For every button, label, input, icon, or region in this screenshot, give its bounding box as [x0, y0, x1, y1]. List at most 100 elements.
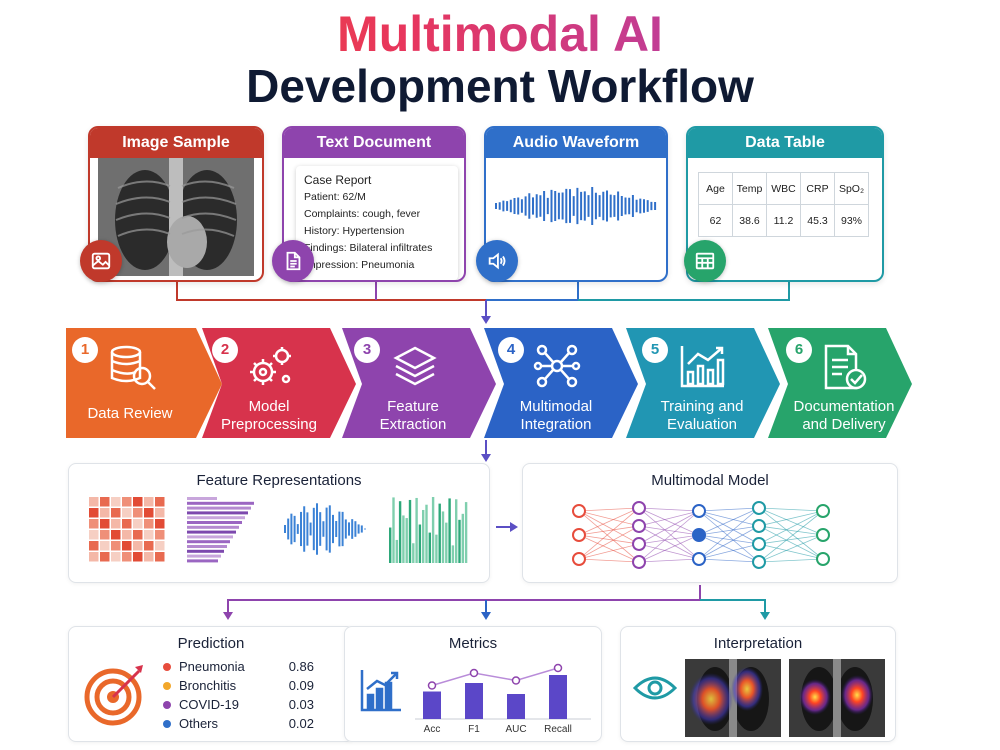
- network-icon: [533, 344, 581, 388]
- network-node: [572, 504, 586, 518]
- tabular-feature-bar: [415, 497, 418, 563]
- tabular-feature-bar: [425, 504, 428, 563]
- network-edge: [578, 558, 640, 563]
- feature-grid-cell: [144, 541, 154, 551]
- step-4-label-line-1: Multimodal: [519, 398, 593, 415]
- feature-grid-cell: [133, 552, 143, 562]
- feature-grid-cell: [111, 552, 121, 562]
- metric-label: AUC: [505, 724, 526, 735]
- metric-label: Acc: [424, 724, 441, 735]
- prediction-list: Pneumonia 0.86 Bronchitis 0.09 COVID-19 …: [163, 657, 314, 733]
- network-edge: [758, 507, 824, 536]
- network-edge: [698, 534, 760, 545]
- metric-trend-line: [431, 667, 559, 687]
- text-embedding-bar: [187, 521, 242, 524]
- document-icon: [272, 240, 314, 282]
- tabular-feature-bar: [405, 518, 408, 563]
- layers-icon: [393, 346, 437, 386]
- metric-trend-point: [469, 668, 479, 678]
- case-report-document: Case Report Patient: 62/M Complaints: co…: [296, 166, 458, 280]
- chest-xray-image: [98, 158, 254, 276]
- table-cell: 45.3: [800, 204, 835, 237]
- step-2-label-line-1: Model: [248, 398, 290, 415]
- text-embedding-bar: [187, 545, 227, 548]
- tabular-feature-bar: [455, 499, 458, 563]
- prediction-row: COVID-19 0.03: [163, 695, 314, 714]
- prediction-row: Bronchitis 0.09: [163, 676, 314, 695]
- tabular-feature-bar: [398, 501, 402, 563]
- feature-grid-cell: [100, 497, 110, 507]
- doc-line: Impression: Pneumonia: [304, 259, 415, 271]
- network-edge: [638, 510, 700, 545]
- feature-grid-cell: [155, 552, 165, 562]
- network-node: [752, 555, 766, 569]
- image-sample-title: Image Sample: [90, 128, 262, 158]
- audio-waveform-title: Audio Waveform: [486, 128, 666, 158]
- network-edge: [638, 507, 700, 560]
- feature-grid-cell: [133, 508, 143, 518]
- network-edge: [698, 507, 760, 512]
- network-edge: [698, 507, 760, 560]
- network-edge: [698, 558, 760, 563]
- tabular-feature-bar: [441, 511, 445, 563]
- feature-grid-cell: [111, 530, 121, 540]
- network-edge: [758, 510, 824, 527]
- network-node: [632, 519, 646, 533]
- feature-grid-cell: [100, 519, 110, 529]
- step-4-number: 4: [498, 337, 524, 363]
- feature-grid-cell: [144, 552, 154, 562]
- network-node: [752, 537, 766, 551]
- network-edge: [638, 558, 700, 563]
- network-node: [692, 504, 706, 518]
- network-edge: [638, 510, 700, 527]
- target-icon: [84, 665, 143, 726]
- class-probability: 0.03: [288, 697, 314, 712]
- metric-label: Recall: [544, 724, 572, 735]
- audio-waveform-graphic: [495, 186, 657, 226]
- network-edge: [698, 525, 760, 560]
- tabular-feature-bar: [418, 524, 422, 563]
- network-edge: [578, 510, 640, 563]
- feature-visualizations: [89, 497, 468, 563]
- feature-grid-cell: [100, 552, 110, 562]
- feature-grid-cell: [89, 541, 99, 551]
- interpretation-title: Interpretation: [713, 635, 803, 652]
- tabular-feature-bar: [451, 545, 455, 563]
- feature-grid-cell: [111, 508, 121, 518]
- network-edge: [758, 510, 824, 563]
- network-edge: [578, 534, 640, 563]
- doc-line: Patient: 62/M: [304, 191, 366, 203]
- prediction-row: Pneumonia 0.86: [163, 657, 314, 676]
- network-edge: [638, 525, 700, 536]
- tabular-feature-bar: [448, 498, 451, 563]
- network-edge: [638, 534, 700, 563]
- feature-grid-cell: [89, 508, 99, 518]
- prediction-row: Others 0.02: [163, 714, 314, 733]
- tabular-feature-bar: [438, 503, 441, 563]
- table-header: CRP: [800, 172, 835, 205]
- text-embedding-bar: [187, 535, 233, 539]
- table-cell: 62: [698, 204, 733, 237]
- table-header: WBC: [766, 172, 801, 205]
- doc-line: Complaints: cough, fever: [304, 208, 421, 220]
- image-icon: [80, 240, 122, 282]
- tabular-feature-bar: [392, 497, 395, 563]
- tabular-feature-bar: [464, 502, 468, 563]
- network-edge: [698, 510, 760, 563]
- feature-grid-cell: [133, 530, 143, 540]
- metrics-chart-icon: [360, 670, 401, 712]
- heatmap-xray-1: [685, 659, 781, 737]
- tabular-feature-bar: [422, 509, 425, 563]
- network-node: [692, 552, 706, 566]
- gears-icon: [250, 347, 291, 385]
- class-label: COVID-19: [179, 697, 239, 712]
- step-6-label-line-2: and Delivery: [802, 416, 886, 433]
- class-probability: 0.02: [288, 716, 314, 731]
- tabular-feature-bar: [435, 534, 438, 563]
- step-3-label: Feature Extraction: [346, 398, 480, 434]
- class-probability: 0.86: [288, 659, 314, 674]
- tabular-feature-bar: [458, 519, 461, 563]
- step-1-number: 1: [72, 337, 98, 363]
- network-edge: [698, 534, 760, 563]
